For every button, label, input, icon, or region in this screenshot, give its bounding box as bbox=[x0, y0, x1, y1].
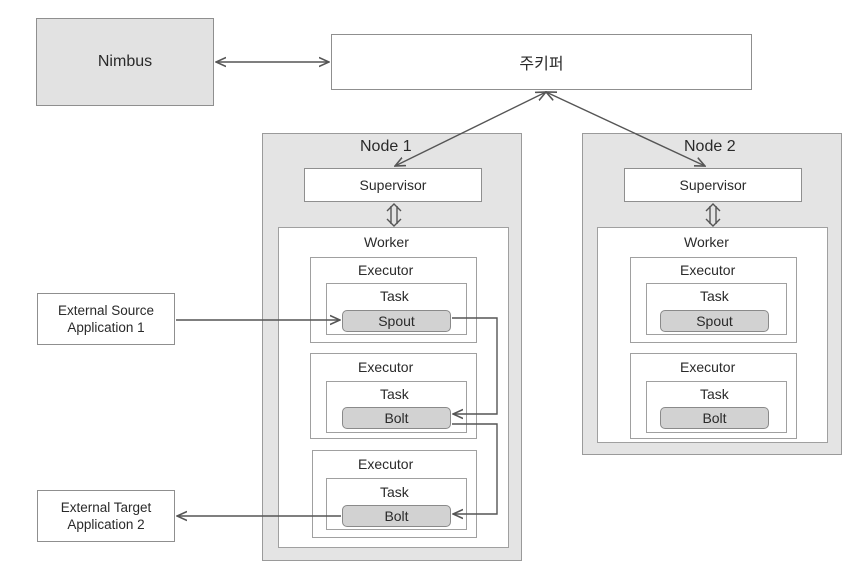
node-2-spout: Spout bbox=[660, 310, 769, 332]
node-1-bolt-2: Bolt bbox=[342, 505, 451, 527]
bolt-1-bolt-2-arrow bbox=[452, 423, 498, 514]
node-2-spout-label: Spout bbox=[696, 313, 733, 329]
node-2-executor-1-label: Executor bbox=[680, 262, 736, 278]
node-1-supervisor: Supervisor bbox=[304, 168, 482, 202]
supervisor-worker-2-arrow bbox=[705, 203, 721, 227]
external-source-box: External Source Application 1 bbox=[37, 293, 175, 345]
node-2-worker-label: Worker bbox=[684, 234, 729, 250]
node-1-executor-3-label: Executor bbox=[358, 456, 414, 472]
node-1-supervisor-label: Supervisor bbox=[359, 177, 427, 193]
node-1-executor-1-task-label: Task bbox=[380, 288, 409, 304]
node-1-executor-1-label: Executor bbox=[358, 262, 414, 278]
zookeeper-label: 주키퍼 bbox=[519, 56, 564, 73]
external-target-line-2: Application 2 bbox=[67, 517, 145, 532]
spout-bolt-1-arrow bbox=[452, 317, 498, 414]
node-2-supervisor: Supervisor bbox=[624, 168, 802, 202]
node-1-spout-label: Spout bbox=[378, 313, 415, 329]
node-2-bolt-label: Bolt bbox=[702, 410, 727, 426]
node-1-bolt-2-label: Bolt bbox=[384, 508, 409, 524]
external-source-line-1: External Source bbox=[57, 303, 155, 318]
node-1-executor-2-task-label: Task bbox=[380, 386, 409, 402]
external-source-line-2: Application 1 bbox=[67, 320, 145, 335]
nimbus-label: Nimbus bbox=[97, 53, 153, 70]
zookeeper-box: 주키퍼 bbox=[331, 34, 752, 90]
node-2-bolt: Bolt bbox=[660, 407, 769, 429]
external-target-box: External Target Application 2 bbox=[37, 490, 175, 542]
node-2-executor-2-task-label: Task bbox=[700, 386, 729, 402]
zookeeper-supervisor-2-arrow bbox=[546, 92, 705, 166]
nimbus-box: Nimbus bbox=[36, 18, 214, 106]
node-2-executor-1-task-label: Task bbox=[700, 288, 729, 304]
node-1-executor-3-task-label: Task bbox=[380, 484, 409, 500]
zookeeper-supervisor-1-arrow bbox=[395, 92, 546, 166]
external-target-line-1: External Target bbox=[60, 500, 152, 515]
node-1-worker-label: Worker bbox=[364, 234, 409, 250]
node-2-executor-2-label: Executor bbox=[680, 359, 736, 375]
node-2-supervisor-label: Supervisor bbox=[679, 177, 747, 193]
node-1-bolt-1: Bolt bbox=[342, 407, 451, 429]
node-1-spout: Spout bbox=[342, 310, 451, 332]
node-1-executor-2-label: Executor bbox=[358, 359, 414, 375]
supervisor-worker-1-arrow bbox=[386, 203, 402, 227]
node-1-bolt-1-label: Bolt bbox=[384, 410, 409, 426]
